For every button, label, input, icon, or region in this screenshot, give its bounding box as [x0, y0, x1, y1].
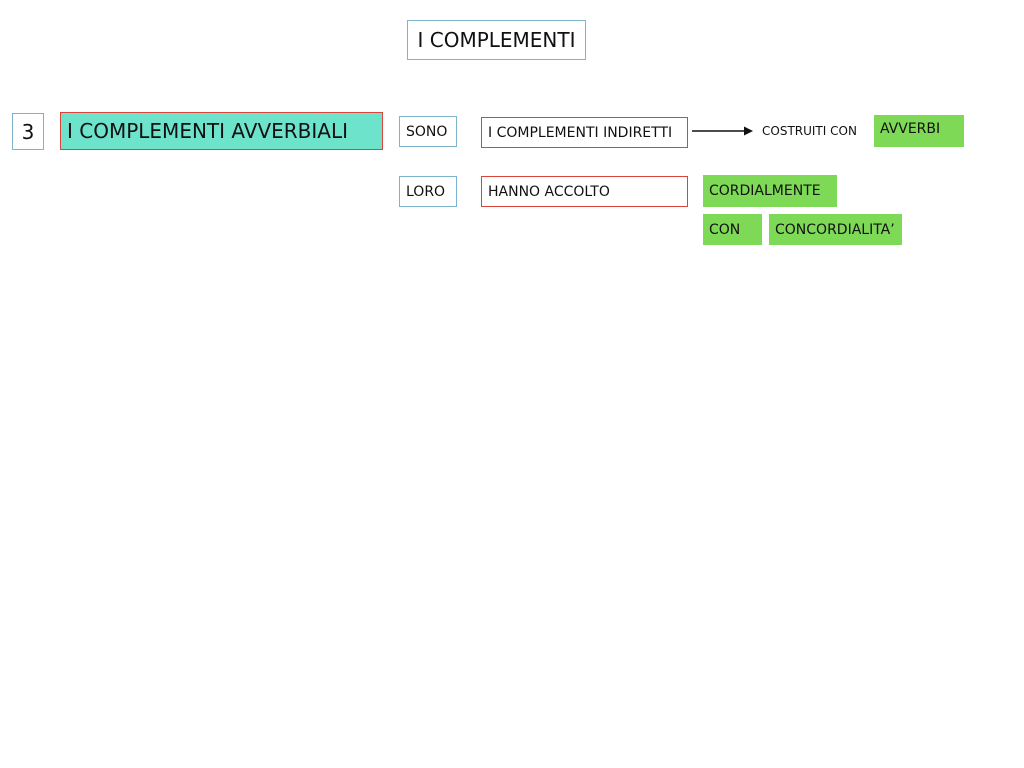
sono-label-text: SONO: [406, 123, 448, 140]
example-verb-box: HANNO ACCOLTO: [481, 176, 688, 207]
cordialmente-box: CORDIALMENTE: [703, 175, 837, 207]
definition-box: I COMPLEMENTI INDIRETTI: [481, 117, 688, 148]
main-heading-text: I COMPLEMENTI AVVERBIALI: [67, 119, 349, 143]
section-number: 3: [12, 113, 44, 150]
right-arrow-icon: [692, 126, 753, 136]
loro-label: LORO: [399, 176, 457, 207]
loro-label-text: LORO: [406, 183, 446, 200]
page-title-text: I COMPLEMENTI: [417, 28, 576, 52]
con-text: CON: [709, 221, 741, 238]
avverbi-text: AVVERBI: [880, 121, 941, 137]
sono-label: SONO: [399, 116, 457, 147]
page-title: I COMPLEMENTI: [407, 20, 586, 60]
section-number-text: 3: [21, 119, 35, 144]
con-box: CON: [703, 214, 762, 245]
main-heading: I COMPLEMENTI AVVERBIALI: [60, 112, 383, 150]
concordialita-box: CONCORDIALITA’: [769, 214, 902, 245]
cordialmente-text: CORDIALMENTE: [709, 183, 821, 199]
avverbi-box: AVVERBI: [874, 115, 964, 147]
connector-label: COSTRUITI CON: [762, 124, 857, 138]
concordialita-text: CONCORDIALITA’: [775, 221, 895, 238]
definition-text: I COMPLEMENTI INDIRETTI: [488, 124, 673, 141]
example-verb-text: HANNO ACCOLTO: [488, 183, 610, 200]
